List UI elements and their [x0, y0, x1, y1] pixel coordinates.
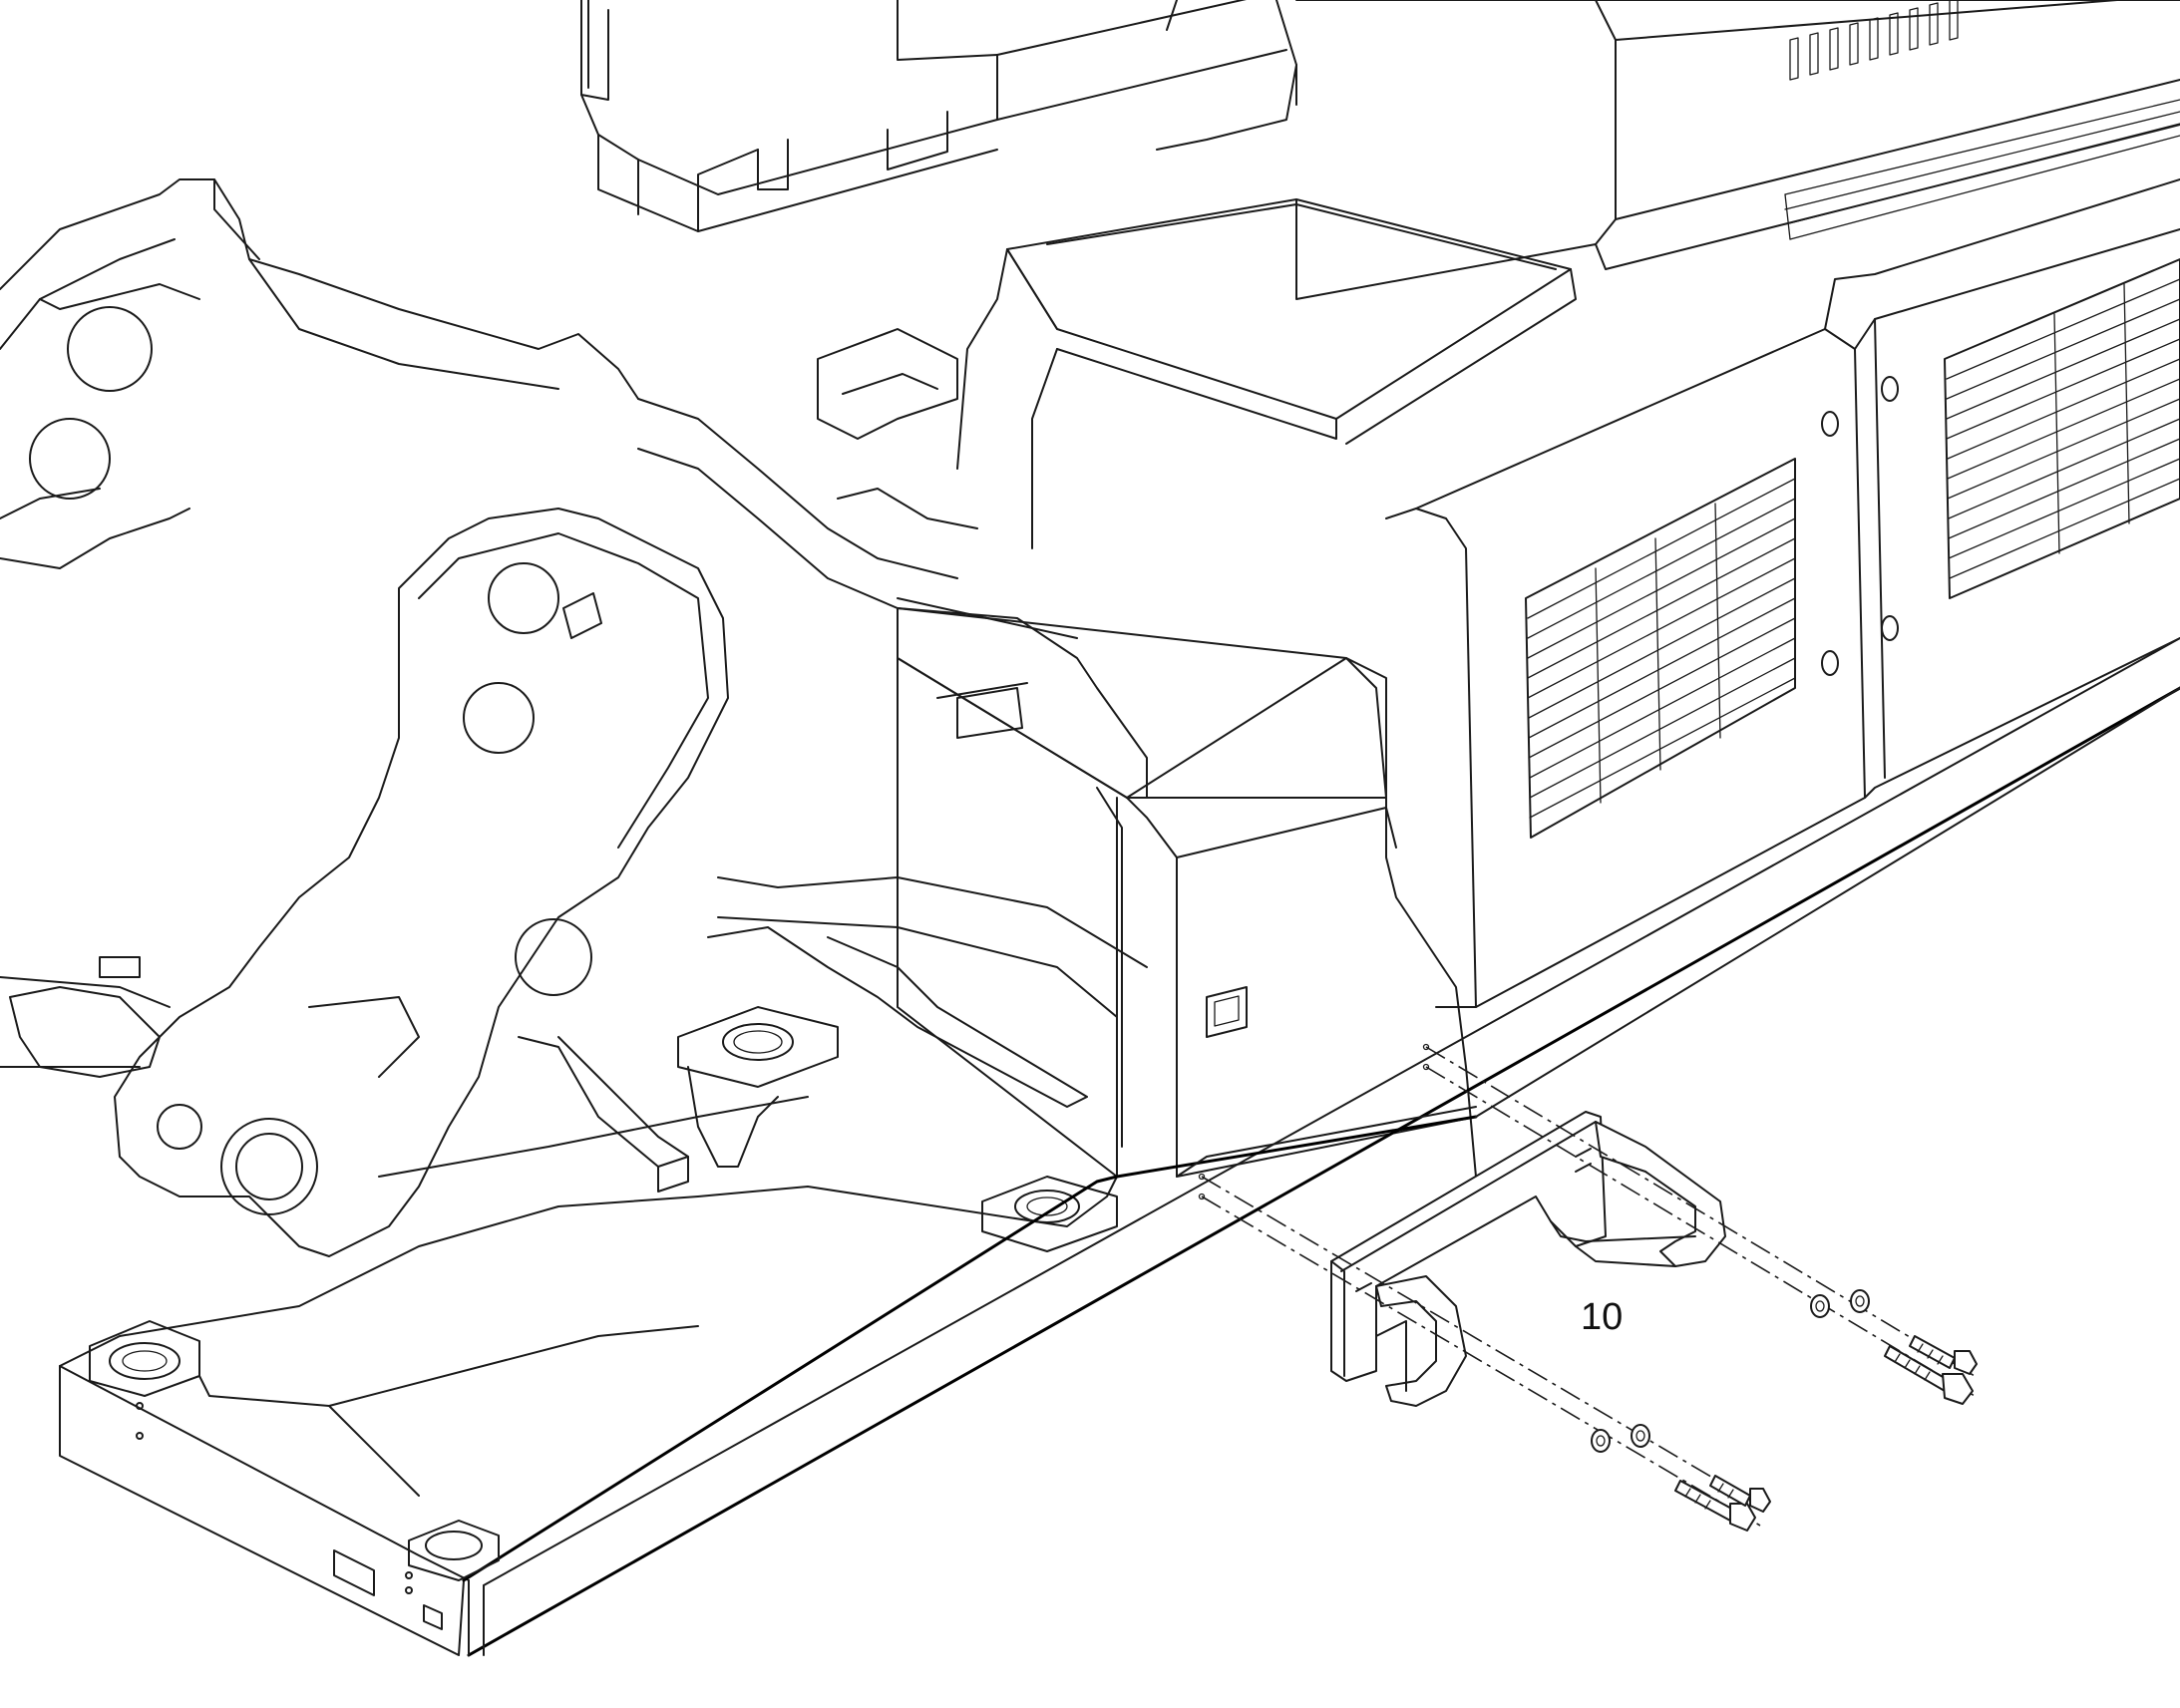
- main-frame-rail: [59, 637, 2180, 1657]
- bolt: [1909, 1335, 1978, 1375]
- assembly-axis-lines: [1198, 1043, 1976, 1527]
- bolt-set-lower: [1674, 1475, 1771, 1532]
- control-box: [956, 198, 1577, 549]
- part-number-callout: 10: [1581, 1296, 1623, 1338]
- support-brackets: [518, 926, 1088, 1193]
- side-panel-housing: [1126, 657, 1477, 1178]
- bracket-part-10: [1330, 1111, 1726, 1407]
- boom-mount-right: [114, 508, 729, 1257]
- washer: [1850, 1289, 1870, 1313]
- upper-frame-structure: [580, 0, 1297, 232]
- engine-hood: [1295, 0, 2180, 300]
- radiator-housing: [1385, 178, 2180, 1008]
- bolt-set-upper: [1884, 1335, 1978, 1405]
- bolt: [1884, 1345, 1974, 1405]
- washer: [1631, 1424, 1650, 1448]
- frame-interior: [0, 328, 1148, 1178]
- washer: [1810, 1294, 1830, 1318]
- washer-set-lower: [1591, 1424, 1650, 1453]
- washer: [1591, 1429, 1611, 1453]
- engine-mount-left: [677, 1006, 839, 1168]
- boom-mount-left: [0, 178, 639, 569]
- washer-set-upper: [1810, 1289, 1870, 1318]
- bolt: [1709, 1475, 1771, 1513]
